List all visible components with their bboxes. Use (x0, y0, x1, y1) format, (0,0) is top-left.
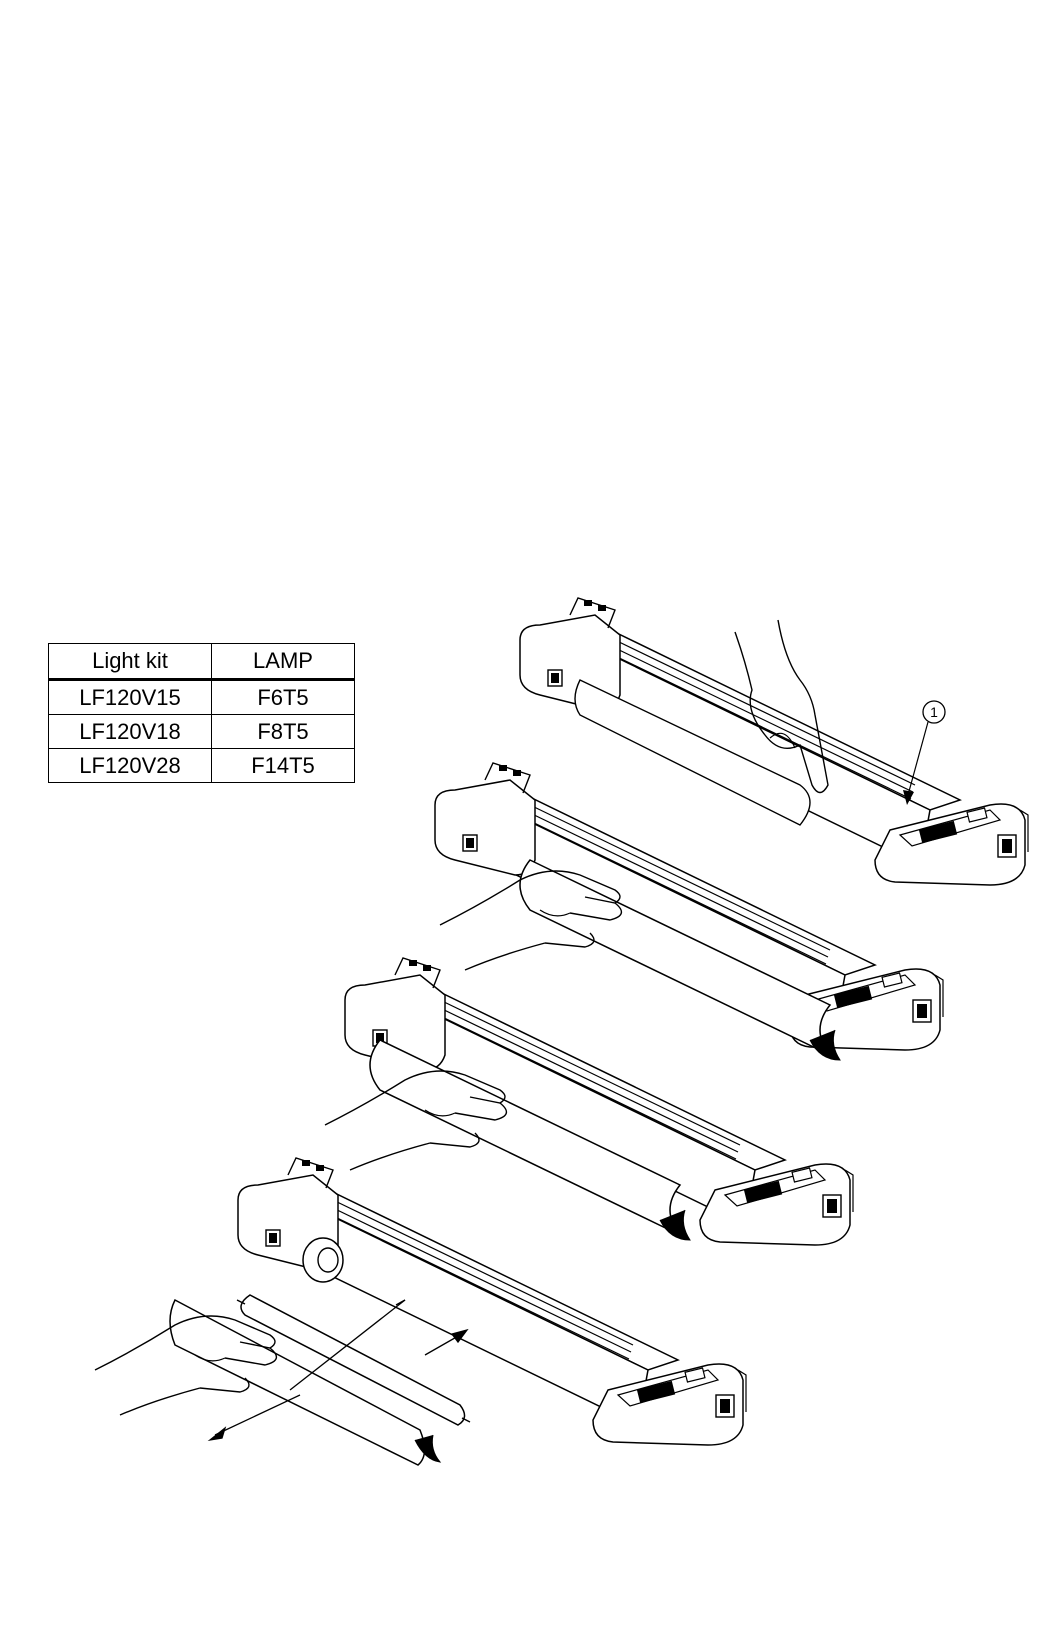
callout-label: 1 (930, 704, 938, 720)
